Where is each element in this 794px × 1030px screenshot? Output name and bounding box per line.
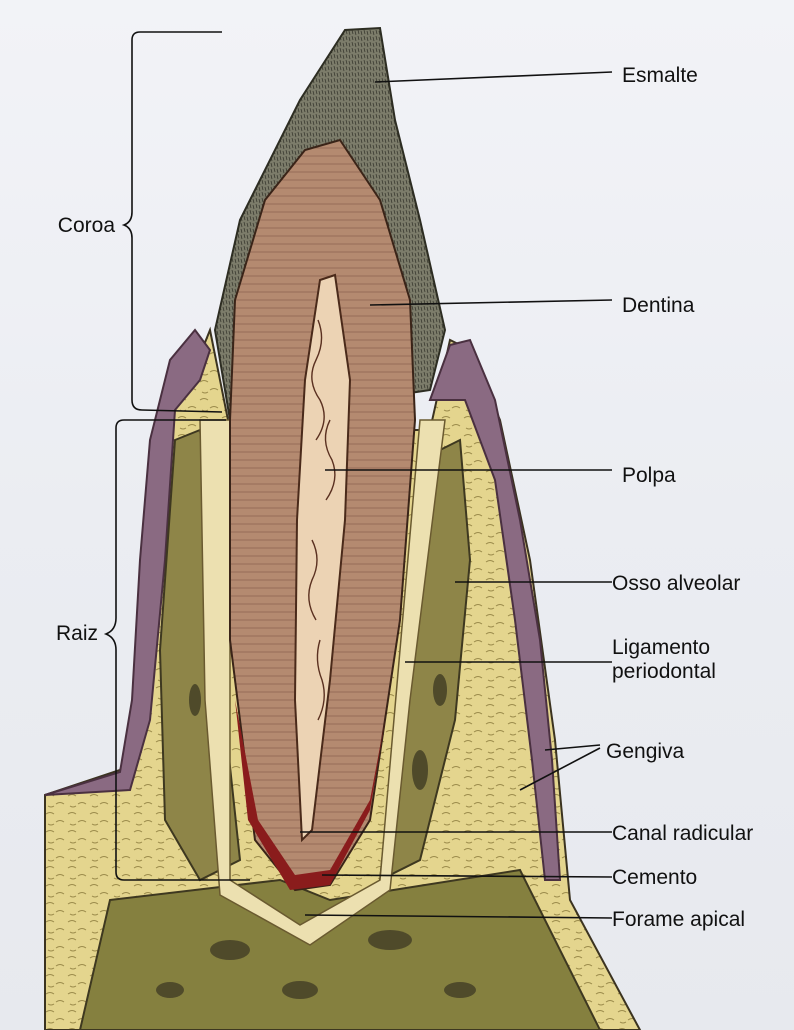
label-polpa: Polpa [622,464,676,488]
label-raiz: Raiz [40,622,98,646]
pointer-esmalte [375,72,612,82]
label-osso-alveolar: Osso alveolar [612,572,740,596]
label-ligamento-line1: Ligamento [612,636,716,660]
label-dentina: Dentina [622,294,694,318]
label-ligamento-line2: periodontal [612,660,716,684]
label-ligamento-periodontal: Ligamento periodontal [612,636,716,684]
label-esmalte: Esmalte [622,64,698,88]
label-gengiva: Gengiva [606,740,684,764]
label-forame-apical: Forame apical [612,908,745,932]
label-coroa: Coroa [40,214,115,238]
label-canal-radicular: Canal radicular [612,822,753,846]
label-cemento: Cemento [612,866,697,890]
